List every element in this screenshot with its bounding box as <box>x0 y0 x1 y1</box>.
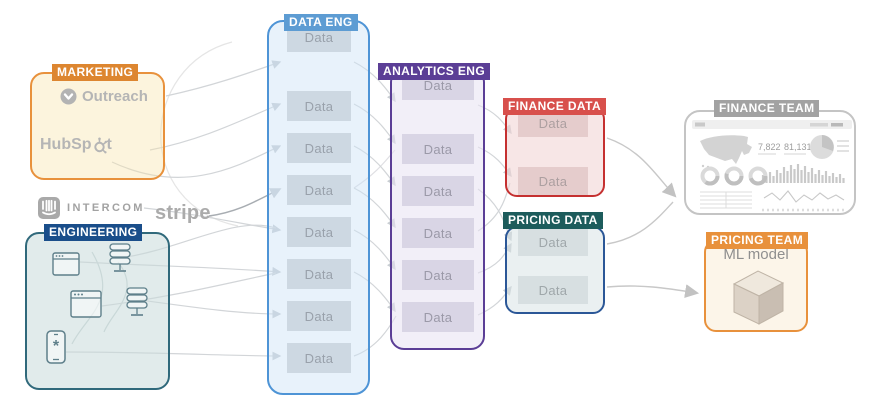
analytics-eng-group: ANALYTICS ENG Data Data Data Data Data D… <box>378 63 491 350</box>
database-icon <box>109 243 131 272</box>
finance-team-group: FINANCE TEAM 7,822 81,131 <box>684 100 856 215</box>
outreach-logo: Outreach <box>60 88 148 105</box>
outreach-text: Outreach <box>82 88 148 105</box>
hubspot-text-pre: HubSp <box>40 136 92 153</box>
hubspot-text-post: t <box>106 136 112 153</box>
dashboard-metric-1: 7,822 <box>758 142 781 152</box>
us-map-icon <box>700 135 752 164</box>
svg-text:*: * <box>53 338 60 355</box>
stripe-logo: stripe <box>155 202 211 224</box>
data-block: Data <box>287 91 351 121</box>
data-block: Data <box>402 260 474 290</box>
donut-charts-icon <box>700 166 768 186</box>
finance-data-group: FINANCE DATA Data Data <box>503 98 607 197</box>
data-block: Data <box>518 167 588 195</box>
data-block: Data <box>287 175 351 205</box>
pricing-data-group: PRICING DATA Data Data <box>503 212 605 314</box>
data-eng-group: DATA ENG Data Data Data Data Data Data D… <box>267 14 370 395</box>
engineering-group: ENGINEERING * <box>25 224 170 390</box>
browser-window-icon <box>70 290 102 318</box>
intercom-icon <box>38 197 60 219</box>
finance-data-label: FINANCE DATA <box>503 98 607 115</box>
mobile-app-icon: * <box>46 330 66 364</box>
marketing-group: MARKETING Outreach HubSp t <box>30 64 165 180</box>
bar-chart-icon <box>761 164 845 183</box>
data-block: Data <box>287 259 351 289</box>
data-block: Data <box>402 134 474 164</box>
engineering-label: ENGINEERING <box>44 224 143 241</box>
data-block: Data <box>402 302 474 332</box>
data-block: Data <box>518 276 588 304</box>
line-chart-icon <box>763 190 845 203</box>
pricing-team-label: PRICING TEAM <box>706 232 809 249</box>
data-block: Data <box>287 301 351 331</box>
marketing-label: MARKETING <box>52 64 139 81</box>
outreach-icon <box>60 88 77 105</box>
data-block: Data <box>402 176 474 206</box>
data-block: Data <box>287 133 351 163</box>
data-block: Data <box>518 228 588 256</box>
data-block: Data <box>287 217 351 247</box>
hubspot-sprocket-icon <box>93 137 107 153</box>
pricing-data-label: PRICING DATA <box>503 212 603 229</box>
intercom-text: INTERCOM <box>67 202 145 214</box>
database-icon <box>126 287 148 316</box>
intercom-logo: INTERCOM <box>38 197 145 219</box>
analytics-eng-label: ANALYTICS ENG <box>378 63 491 80</box>
hubspot-logo: HubSp t <box>40 136 112 154</box>
cube-icon <box>732 270 785 325</box>
data-block: Data <box>402 218 474 248</box>
finance-team-label: FINANCE TEAM <box>714 100 820 117</box>
pricing-team-group: PRICING TEAM ML model <box>704 232 809 332</box>
dashboard-preview: 7,822 81,131 <box>692 120 852 212</box>
data-block: Data <box>287 343 351 373</box>
dashboard-metric-2: 81,131 <box>784 142 812 152</box>
browser-window-icon <box>52 252 80 276</box>
ml-model-label: ML model <box>723 246 789 263</box>
data-eng-label: DATA ENG <box>284 14 358 31</box>
